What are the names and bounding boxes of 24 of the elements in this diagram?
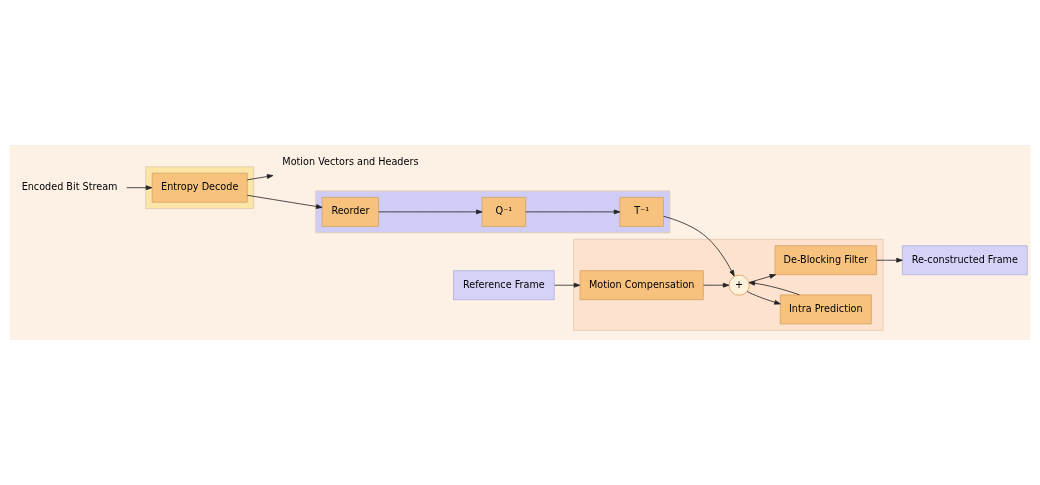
arrow — [876, 257, 903, 263]
node-box: Q⁻¹ — [481, 196, 527, 227]
arrow — [554, 282, 581, 288]
node-circle: + — [728, 274, 750, 296]
node-box: T⁻¹ — [619, 196, 664, 227]
node-box: Reference Frame — [453, 270, 555, 301]
arrow — [246, 194, 323, 209]
arrow — [703, 282, 730, 288]
arrow — [246, 174, 274, 181]
node-box: Motion Compensation — [579, 270, 704, 301]
node-box: De-Blocking Filter — [774, 245, 877, 276]
node-box: Intra Prediction — [779, 294, 872, 325]
arrow — [748, 280, 800, 296]
node-box: Reorder — [321, 196, 379, 227]
node-text: Motion Vectors and Headers — [282, 156, 419, 168]
arrow — [748, 274, 777, 283]
node-box: Entropy Decode — [151, 172, 248, 203]
arrow — [126, 185, 153, 191]
node-box: Re-constructed Frame — [901, 245, 1028, 276]
arrow — [525, 209, 621, 215]
arrow — [746, 291, 781, 305]
arrow — [663, 215, 735, 277]
arrow — [378, 209, 483, 215]
node-text: Encoded Bit Stream — [21, 181, 118, 193]
